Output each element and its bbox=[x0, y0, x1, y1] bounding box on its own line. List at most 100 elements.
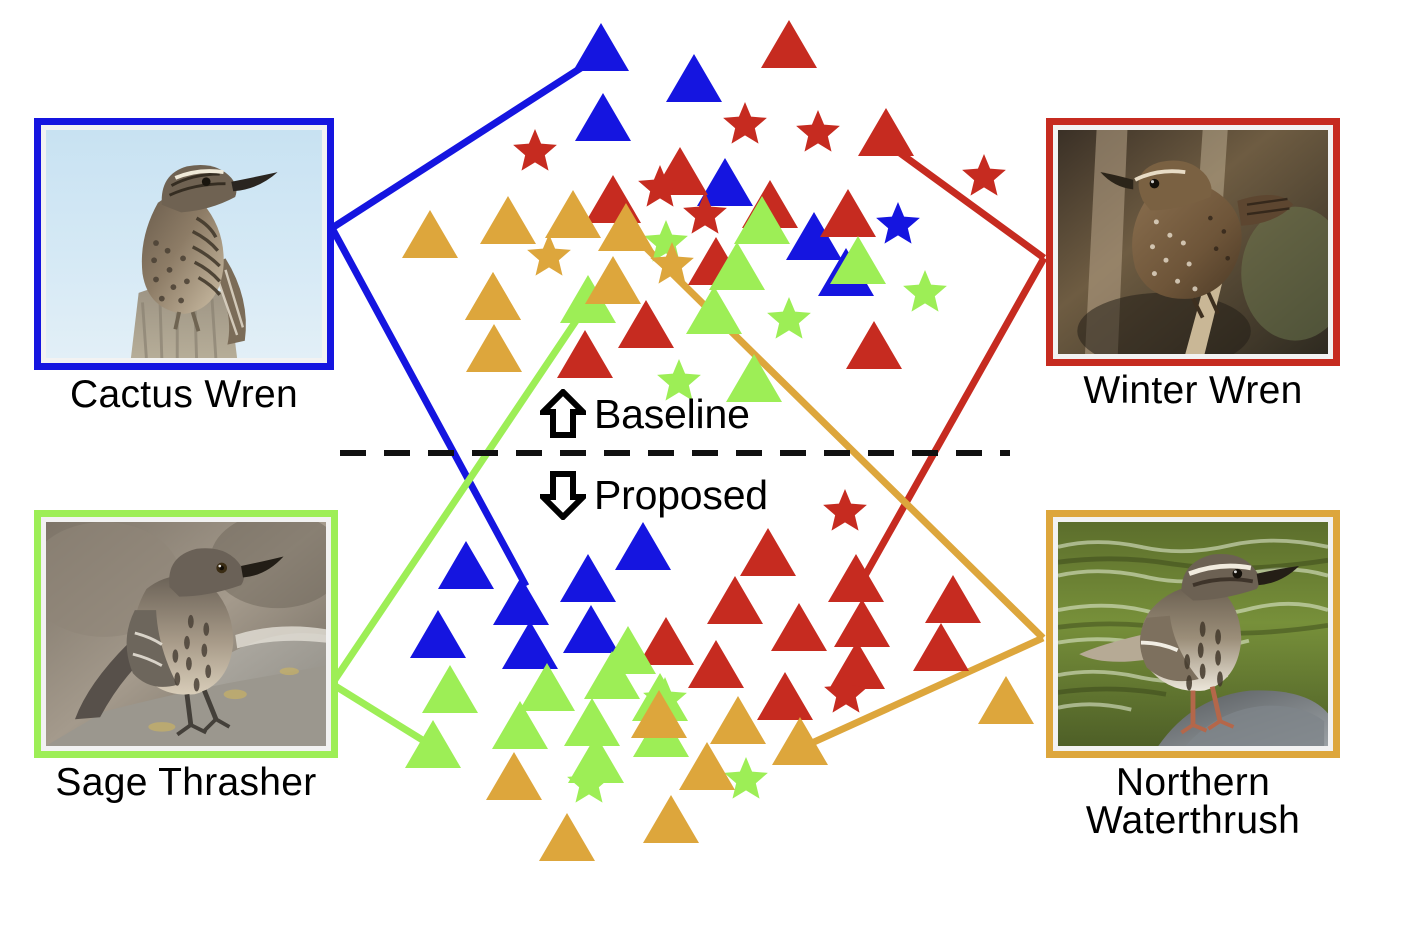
winter-wren-image bbox=[1058, 130, 1328, 354]
scatter-marker-triangle bbox=[573, 23, 629, 71]
scatter-marker-triangle bbox=[600, 626, 656, 674]
cactus-wren-connector-lower bbox=[328, 226, 530, 588]
northern-waterthrush-image bbox=[1058, 522, 1328, 746]
winter-wren-connector-lower bbox=[854, 256, 1048, 590]
scatter-marker-triangle bbox=[405, 720, 461, 768]
scatter-marker-triangle bbox=[772, 717, 828, 765]
scatter-marker-triangle bbox=[643, 795, 699, 843]
legend-baseline-label: Baseline bbox=[594, 390, 750, 437]
scatter-marker-triangle bbox=[726, 354, 782, 402]
northern-waterthrush-photo-frame bbox=[1046, 510, 1340, 758]
scatter-marker-triangle bbox=[410, 610, 466, 658]
scatter-marker-triangle bbox=[486, 752, 542, 800]
scatter-marker-triangle bbox=[734, 196, 790, 244]
scatter-marker-triangle bbox=[771, 603, 827, 651]
scatter-marker-triangle bbox=[846, 321, 902, 369]
scatter-marker-star bbox=[724, 757, 768, 799]
legend-proposed-label: Proposed bbox=[594, 471, 768, 518]
scatter-marker-triangle bbox=[820, 189, 876, 237]
cactus-wren-image bbox=[46, 130, 322, 358]
scatter-marker-triangle bbox=[709, 242, 765, 290]
northern-waterthrush-connector-lower bbox=[801, 634, 1045, 751]
cactus-wren-connector bbox=[330, 52, 603, 231]
scatter-marker-triangle bbox=[480, 196, 536, 244]
scatter-marker-triangle bbox=[858, 108, 914, 156]
scatter-marker-triangle bbox=[465, 272, 521, 320]
scatter-marker-triangle bbox=[828, 554, 884, 602]
scatter-marker-star bbox=[723, 102, 767, 144]
winter-wren-connector bbox=[886, 142, 1047, 261]
scatter-marker-triangle bbox=[829, 641, 885, 689]
scatter-marker-star bbox=[796, 110, 840, 152]
scatter-marker-star bbox=[567, 761, 611, 803]
scatter-marker-triangle bbox=[978, 676, 1034, 724]
scatter-marker-star bbox=[527, 234, 571, 276]
scatter-marker-star bbox=[650, 242, 694, 284]
scatter-marker-star bbox=[644, 220, 688, 262]
scatter-marker-triangle bbox=[402, 210, 458, 258]
arrow-down-outline-icon bbox=[540, 471, 586, 520]
scatter-marker-triangle bbox=[575, 93, 631, 141]
scatter-marker-star bbox=[903, 270, 947, 312]
legend-baseline: Baseline bbox=[540, 389, 750, 439]
scatter-marker-triangle bbox=[438, 541, 494, 589]
sage-thrasher-connector bbox=[329, 298, 593, 686]
scatter-markers bbox=[402, 20, 1034, 861]
scatter-marker-triangle bbox=[466, 324, 522, 372]
scatter-marker-triangle bbox=[631, 690, 687, 738]
scatter-marker-triangle bbox=[557, 330, 613, 378]
scatter-marker-triangle bbox=[679, 742, 735, 790]
class-label-northern-waterthrush: Northern Waterthrush bbox=[1085, 761, 1301, 843]
class-label-cactus-wren: Cactus Wren bbox=[70, 373, 298, 416]
scatter-marker-triangle bbox=[710, 696, 766, 744]
scatter-marker-triangle bbox=[493, 577, 549, 625]
scatter-marker-triangle bbox=[492, 701, 548, 749]
scatter-marker-triangle bbox=[834, 599, 890, 647]
scatter-marker-triangle bbox=[598, 203, 654, 251]
winter-wren-photo bbox=[1058, 130, 1328, 354]
northern-waterthrush-connector bbox=[628, 230, 1046, 641]
scatter-marker-star bbox=[823, 489, 867, 531]
scatter-marker-triangle bbox=[545, 190, 601, 238]
scatter-marker-triangle bbox=[519, 663, 575, 711]
scatter-marker-triangle bbox=[539, 813, 595, 861]
class-label-sage-thrasher: Sage Thrasher bbox=[55, 761, 317, 804]
sage-thrasher-image bbox=[46, 522, 326, 746]
class-card-winter-wren[interactable]: Winter Wren bbox=[1046, 118, 1340, 410]
scatter-marker-star bbox=[824, 671, 868, 713]
scatter-marker-triangle bbox=[761, 20, 817, 68]
scatter-marker-triangle bbox=[686, 286, 742, 334]
scatter-marker-triangle bbox=[568, 735, 624, 783]
scatter-marker-triangle bbox=[615, 522, 671, 570]
scatter-marker-triangle bbox=[913, 623, 969, 671]
class-card-cactus-wren[interactable]: Cactus Wren bbox=[34, 118, 334, 414]
scatter-marker-triangle bbox=[757, 672, 813, 720]
scatter-marker-star bbox=[683, 192, 727, 234]
scatter-marker-triangle bbox=[638, 617, 694, 665]
scatter-marker-star bbox=[962, 154, 1006, 196]
scatter-marker-triangle bbox=[564, 698, 620, 746]
scatter-marker-triangle bbox=[422, 665, 478, 713]
scatter-marker-triangle bbox=[563, 605, 619, 653]
scatter-marker-triangle bbox=[925, 575, 981, 623]
scatter-marker-star bbox=[638, 165, 682, 207]
scatter-marker-star bbox=[513, 129, 557, 171]
connector-lines bbox=[328, 52, 1048, 752]
scatter-marker-triangle bbox=[830, 236, 886, 284]
class-card-sage-thrasher[interactable]: Sage Thrasher bbox=[34, 510, 338, 802]
winter-wren-photo-frame bbox=[1046, 118, 1340, 366]
sage-thrasher-photo bbox=[46, 522, 326, 746]
scatter-marker-triangle bbox=[666, 54, 722, 102]
scatter-marker-triangle bbox=[786, 212, 842, 260]
sage-thrasher-connector-lower bbox=[330, 681, 439, 752]
sage-thrasher-photo-frame bbox=[34, 510, 338, 758]
class-card-northern-waterthrush[interactable]: Northern Waterthrush bbox=[1046, 510, 1340, 840]
scatter-marker-triangle bbox=[584, 651, 640, 699]
scatter-marker-triangle bbox=[740, 528, 796, 576]
scatter-marker-triangle bbox=[502, 621, 558, 669]
scatter-marker-star bbox=[876, 202, 920, 244]
cactus-wren-photo bbox=[46, 130, 322, 358]
class-label-winter-wren: Winter Wren bbox=[1083, 369, 1303, 412]
